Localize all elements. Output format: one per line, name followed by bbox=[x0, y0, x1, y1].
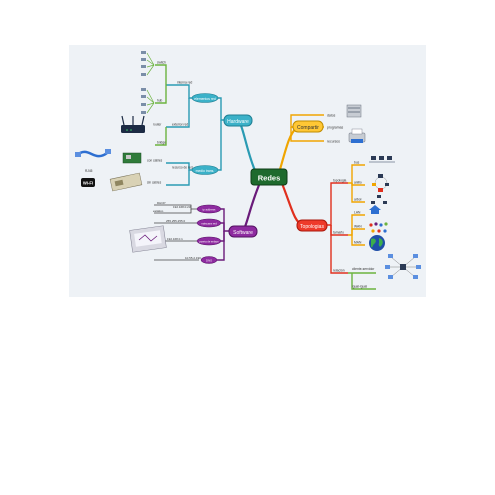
central-node[interactable]: Redes bbox=[250, 168, 288, 186]
medio-trans-label: medio trans. bbox=[196, 169, 215, 173]
wifi-logo-icon: Wi-Fi bbox=[81, 178, 95, 187]
router-icon bbox=[121, 115, 145, 133]
recurso-red-label: recurso de red bbox=[172, 166, 193, 170]
switch-label: switch bbox=[157, 61, 166, 65]
connector-topologias bbox=[279, 179, 305, 227]
node-puerta-enlace[interactable]: puerta de enlace bbox=[196, 236, 222, 246]
branch-compartir-label: Compartir bbox=[297, 125, 319, 131]
gateway-value-label: 192.168.0.1 bbox=[167, 237, 183, 241]
tree-topology-icon bbox=[371, 195, 387, 204]
ip-value-label: 192.168.0.23 bbox=[173, 205, 191, 209]
mask-value-label: 255.255.255.0 bbox=[166, 219, 186, 223]
printer-icon bbox=[348, 128, 366, 143]
connector-hardware bbox=[236, 118, 259, 177]
sin-cables-label: sin cables bbox=[147, 181, 162, 185]
connector-software bbox=[241, 183, 261, 233]
network-card-icon bbox=[122, 152, 142, 164]
compartir-datos-label: datos bbox=[327, 114, 336, 118]
relacion-label: relación bbox=[333, 269, 345, 273]
mindmap-canvas: Redes Hardware Compartir Topologias Soft… bbox=[69, 45, 426, 297]
wifi-label: Wi-Fi bbox=[83, 181, 93, 186]
tamano-man-label: MAN bbox=[354, 241, 362, 245]
client-server-icon bbox=[385, 254, 421, 279]
central-label: Redes bbox=[258, 174, 281, 183]
branch-hardware-label: Hardware bbox=[227, 119, 249, 125]
elementos-red-label: elementos red bbox=[194, 97, 216, 101]
relacion-cliente-servidor-label: cliente-servidor bbox=[352, 267, 375, 271]
puerta-enlace-label: puerta de enlace bbox=[199, 240, 219, 244]
relacion-igual-igual-label: igual-igual bbox=[352, 285, 367, 289]
hub-label: hub bbox=[157, 99, 163, 103]
topologia-bus-label: bus bbox=[354, 161, 360, 165]
globe-icon bbox=[369, 235, 385, 251]
ip-address-label: ip address bbox=[203, 208, 217, 212]
router-label: router bbox=[153, 123, 162, 127]
dhcp-label: DHCP bbox=[157, 201, 166, 205]
bridge-label: bridge bbox=[157, 141, 166, 145]
con-cables-label: con cables bbox=[147, 159, 163, 163]
branch-hardware-node[interactable]: Hardware bbox=[223, 114, 253, 127]
node-elementos-red[interactable]: elementos red bbox=[191, 93, 219, 103]
connector-compartir bbox=[277, 125, 299, 175]
bus-topology-icon bbox=[369, 156, 395, 163]
mindmap-svg: Redes Hardware Compartir Topologias Soft… bbox=[75, 51, 421, 290]
node-medio-trans[interactable]: medio trans. bbox=[191, 165, 219, 175]
rj45-label: RJ45 bbox=[85, 169, 93, 173]
software-box-icon bbox=[129, 225, 167, 253]
branch-software-node[interactable]: Software bbox=[228, 225, 258, 238]
mascara-red-label: máscara red bbox=[201, 222, 217, 226]
topologia-arbol-label: arbol bbox=[354, 198, 362, 202]
tamano-lan-label: LAN bbox=[354, 211, 361, 215]
network-cable-icon bbox=[75, 149, 111, 158]
wan-people-icon bbox=[369, 222, 388, 233]
lan-icon bbox=[369, 205, 381, 214]
exterior-red-label: exterior red bbox=[172, 123, 188, 127]
wireless-card-icon bbox=[109, 172, 143, 192]
compartir-programas-label: programas bbox=[327, 126, 344, 130]
dns-value-label: 10.55.2.190 bbox=[185, 256, 201, 260]
topologia-label: topologia bbox=[333, 179, 347, 183]
branch-topologias-node[interactable]: Topologias bbox=[296, 219, 328, 232]
compartir-recursos-label: recursos bbox=[327, 140, 340, 144]
tamano-label: tamaño bbox=[333, 231, 344, 235]
branch-software-label: Software bbox=[233, 230, 253, 236]
branch-compartir-node[interactable]: Compartir bbox=[292, 120, 324, 133]
branch-topologias-label: Topologias bbox=[300, 224, 324, 230]
node-mascara-red[interactable]: máscara red bbox=[196, 218, 222, 228]
computer-icons-hub bbox=[141, 88, 146, 114]
server-icon bbox=[346, 104, 362, 118]
tamano-wan-label: WAN bbox=[354, 225, 362, 229]
estatico-label: estático bbox=[153, 209, 164, 213]
dns-label: DNS bbox=[206, 258, 212, 262]
interna-red-label: interna red bbox=[177, 81, 192, 85]
topologia-anillo-label: anillo bbox=[354, 181, 362, 185]
computer-icons-switch bbox=[141, 51, 146, 76]
ring-topology-icon bbox=[372, 174, 389, 192]
node-ip-address[interactable]: ip address bbox=[196, 204, 222, 214]
node-dns[interactable]: DNS bbox=[200, 256, 218, 264]
